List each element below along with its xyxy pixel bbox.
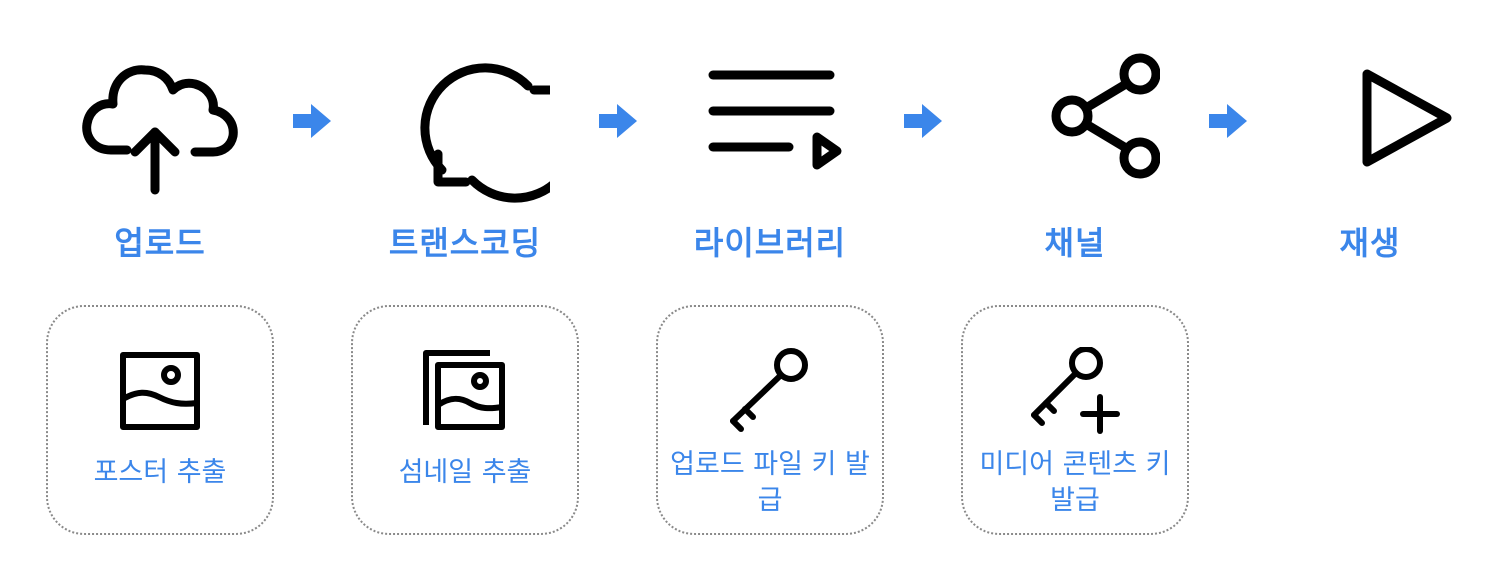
sub-step-label: 업로드 파일 키 발급 [670, 449, 870, 516]
step-transcoding: 트랜스코딩 [345, 48, 585, 268]
sub-step-thumbnail: 섬네일 추출 [351, 305, 579, 535]
sub-step-label: 포스터 추출 [93, 457, 227, 488]
share-icon [990, 48, 1160, 218]
step-label: 채널 [1044, 224, 1106, 262]
arrow-right-icon [902, 102, 944, 140]
sub-step-upload-key: 업로드 파일 키 발급 [656, 305, 884, 535]
arrow-right-icon [291, 102, 333, 140]
step-label: 라이브러리 [693, 224, 847, 262]
image-icon [115, 347, 205, 437]
step-upload: 업로드 [40, 48, 280, 268]
sub-step-poster: 포스터 추출 [46, 305, 274, 535]
arrow-right-icon [597, 102, 639, 140]
images-stack-icon [420, 347, 510, 437]
arrow-right-icon [1207, 102, 1249, 140]
step-playback: 재생 [1250, 48, 1490, 268]
playlist-icon [685, 48, 855, 218]
play-icon [1285, 48, 1455, 218]
sync-icon [380, 48, 550, 218]
step-library: 라이브러리 [650, 48, 890, 268]
step-label: 업로드 [114, 224, 206, 262]
key-add-icon [1030, 347, 1120, 437]
sub-step-label: 미디어 콘텐츠 키 발급 [979, 449, 1171, 516]
sub-step-label: 섬네일 추출 [398, 457, 532, 488]
cloud-upload-icon [75, 48, 245, 218]
step-label: 재생 [1339, 224, 1401, 262]
key-icon [725, 347, 815, 437]
step-channel: 채널 [955, 48, 1195, 268]
sub-step-media-key: 미디어 콘텐츠 키 발급 [961, 305, 1189, 535]
step-label: 트랜스코딩 [388, 224, 542, 262]
